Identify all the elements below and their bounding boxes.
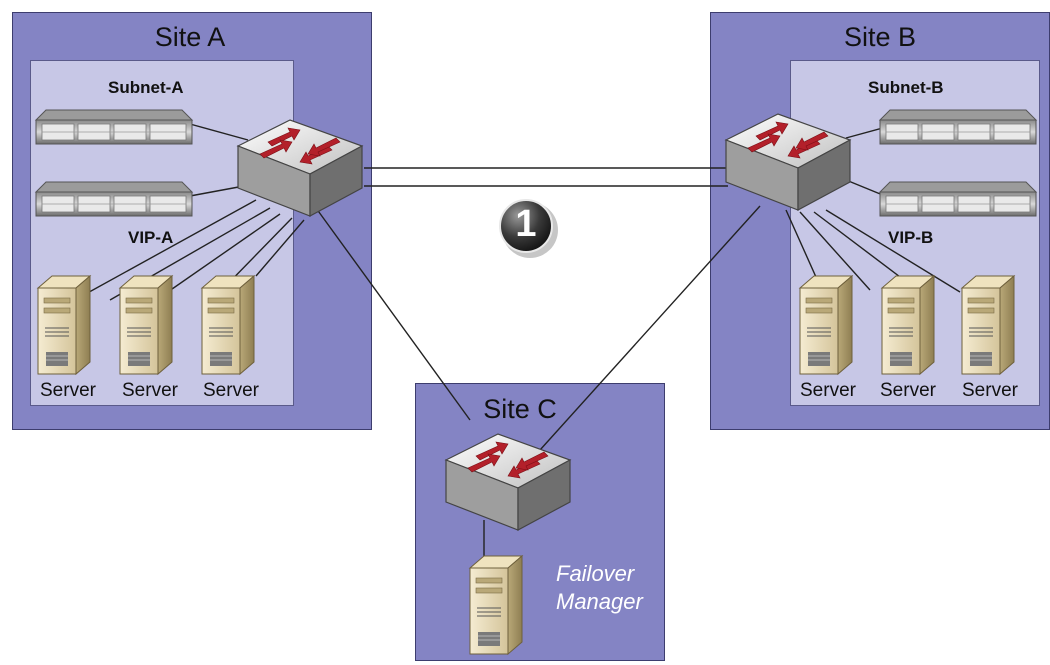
site-c-box [415, 383, 665, 661]
marker-circle [499, 199, 553, 253]
site-a-title: Site A [154, 22, 226, 52]
rack-server-b-2 [879, 181, 1037, 217]
subnet-a-label: Subnet-A [108, 78, 184, 97]
server-b-3 [961, 275, 1015, 375]
switch-site-a [237, 119, 363, 217]
link-b-server3 [813, 211, 913, 287]
subnet-b-label: Subnet-B [868, 78, 944, 97]
failover-manager-label: Failover Manager [556, 560, 643, 616]
site-b-title: Site B [843, 22, 917, 52]
link-a-rack1 [189, 123, 249, 141]
server-b-1 [799, 275, 853, 375]
server-a-2-label: Server [122, 380, 178, 401]
link-a-server3 [161, 213, 281, 297]
server-b-2-label: Server [880, 380, 936, 401]
failover-manager-line2: Manager [556, 589, 643, 614]
marker-label: 1 [515, 203, 537, 245]
server-a-1-label: Server [40, 380, 96, 401]
link-a-c [315, 207, 471, 421]
server-b-3-label: Server [962, 380, 1018, 401]
server-a-3 [201, 275, 255, 375]
server-b-1-label: Server [800, 380, 856, 401]
link-b-server2 [799, 211, 871, 291]
rack-server-a-1 [35, 109, 193, 145]
site-c-title: Site C [483, 394, 557, 424]
link-a-server1 [81, 199, 257, 297]
server-a-1 [37, 275, 91, 375]
rack-server-a-2 [35, 181, 193, 217]
vip-a-label: VIP-A [128, 228, 174, 247]
failover-manager-server [469, 555, 523, 655]
server-b-2 [881, 275, 935, 375]
link-b-c [539, 205, 761, 451]
switch-site-c [445, 433, 571, 531]
link-b-server4 [825, 209, 961, 293]
network-links [81, 123, 961, 580]
rack-server-b-1 [879, 109, 1037, 145]
link-b-server1 [785, 209, 821, 287]
switch-site-b [725, 113, 851, 211]
vip-b-label: VIP-B [888, 228, 934, 247]
server-a-3-label: Server [203, 380, 259, 401]
server-a-2 [119, 275, 173, 375]
link-a-server5 [255, 219, 305, 277]
link-a-rack2 [189, 185, 245, 197]
failover-manager-line1: Failover [556, 561, 635, 586]
